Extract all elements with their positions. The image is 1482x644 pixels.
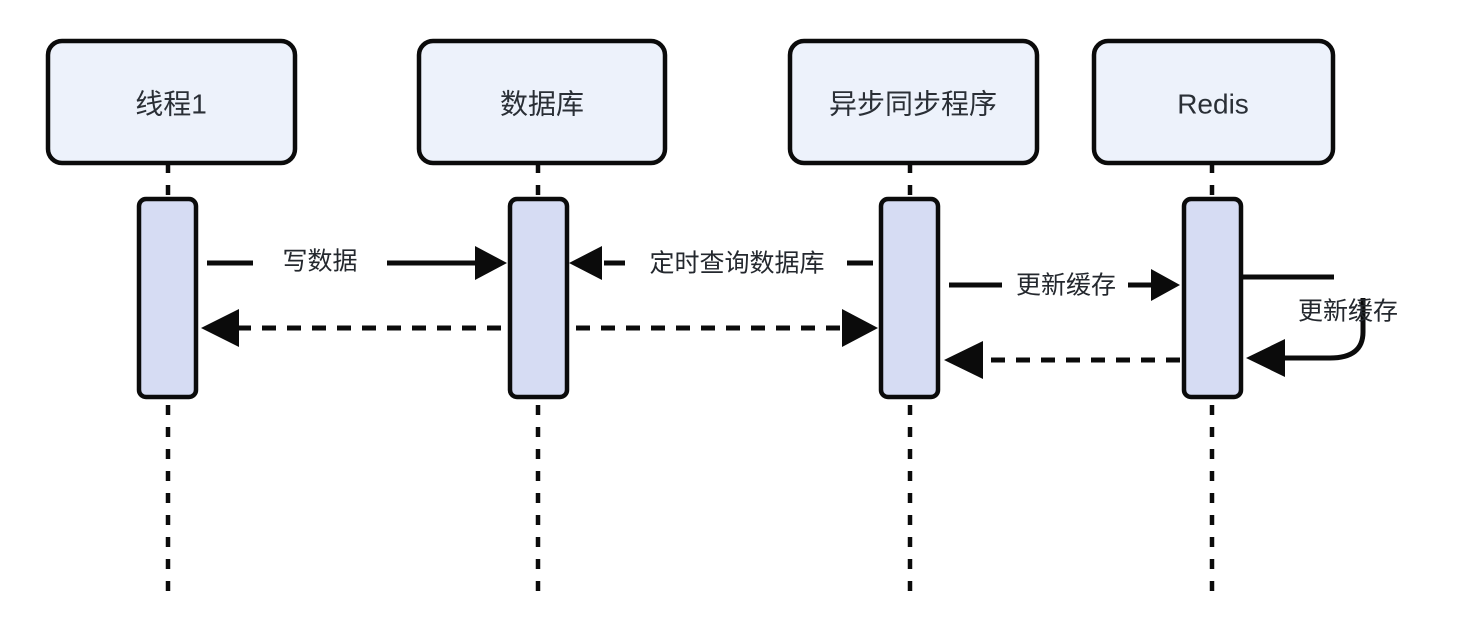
message-write-data[interactable]: 写数据 — [207, 246, 507, 280]
participant-redis[interactable]: Redis — [1091, 38, 1336, 166]
participant-box-redis[interactable] — [1091, 38, 1336, 166]
message-db-return-to-async-sync[interactable] — [576, 309, 878, 347]
message-db-return-to-thread1[interactable] — [201, 309, 501, 347]
message-db-return-to-thread1-arrowhead — [201, 309, 239, 347]
message-redis-self-update-cache-label: 更新缓存 — [1298, 298, 1398, 326]
participant-database[interactable]: 数据库 — [416, 38, 668, 166]
participant-box-async-sync[interactable] — [787, 38, 1040, 166]
activation-bars-group — [136, 196, 1244, 400]
participant-label-database: 数据库 — [500, 88, 584, 119]
message-db-return-to-async-sync-arrowhead — [842, 309, 878, 347]
message-update-cache[interactable]: 更新缓存 — [949, 269, 1180, 301]
lifelines-group — [165, 163, 1215, 596]
message-redis-self-update-cache-arrowhead — [1246, 339, 1285, 377]
message-update-cache-arrowhead — [1151, 269, 1180, 301]
participant-box-thread1[interactable] — [45, 38, 298, 166]
activation-bar-async-sync[interactable] — [878, 196, 941, 400]
participant-async-sync[interactable]: 异步同步程序 — [787, 38, 1040, 166]
message-redis-self-update-cache[interactable]: 更新缓存 — [1243, 274, 1398, 377]
participant-label-redis: Redis — [1177, 88, 1249, 119]
activation-bar-thread1[interactable] — [136, 196, 199, 400]
message-update-cache-label: 更新缓存 — [1016, 272, 1116, 300]
participant-box-database[interactable] — [416, 38, 668, 166]
participant-label-thread1: 线程1 — [135, 88, 207, 119]
message-write-data-arrowhead — [475, 246, 507, 280]
activation-bar-database[interactable] — [507, 196, 570, 400]
message-redis-return-to-async-sync[interactable] — [944, 341, 1180, 379]
participant-label-async-sync: 异步同步程序 — [829, 88, 997, 119]
activation-bar-redis[interactable] — [1181, 196, 1244, 400]
participant-thread1[interactable]: 线程1 — [45, 38, 298, 166]
message-scheduled-db-query[interactable]: 定时查询数据库 — [569, 246, 873, 280]
message-redis-self-update-cache-curve — [1285, 298, 1366, 361]
message-redis-return-to-async-sync-arrowhead — [944, 341, 983, 379]
message-scheduled-db-query-arrowhead — [569, 246, 602, 280]
message-scheduled-db-query-label: 定时查询数据库 — [649, 250, 824, 278]
message-write-data-label: 写数据 — [282, 248, 357, 276]
